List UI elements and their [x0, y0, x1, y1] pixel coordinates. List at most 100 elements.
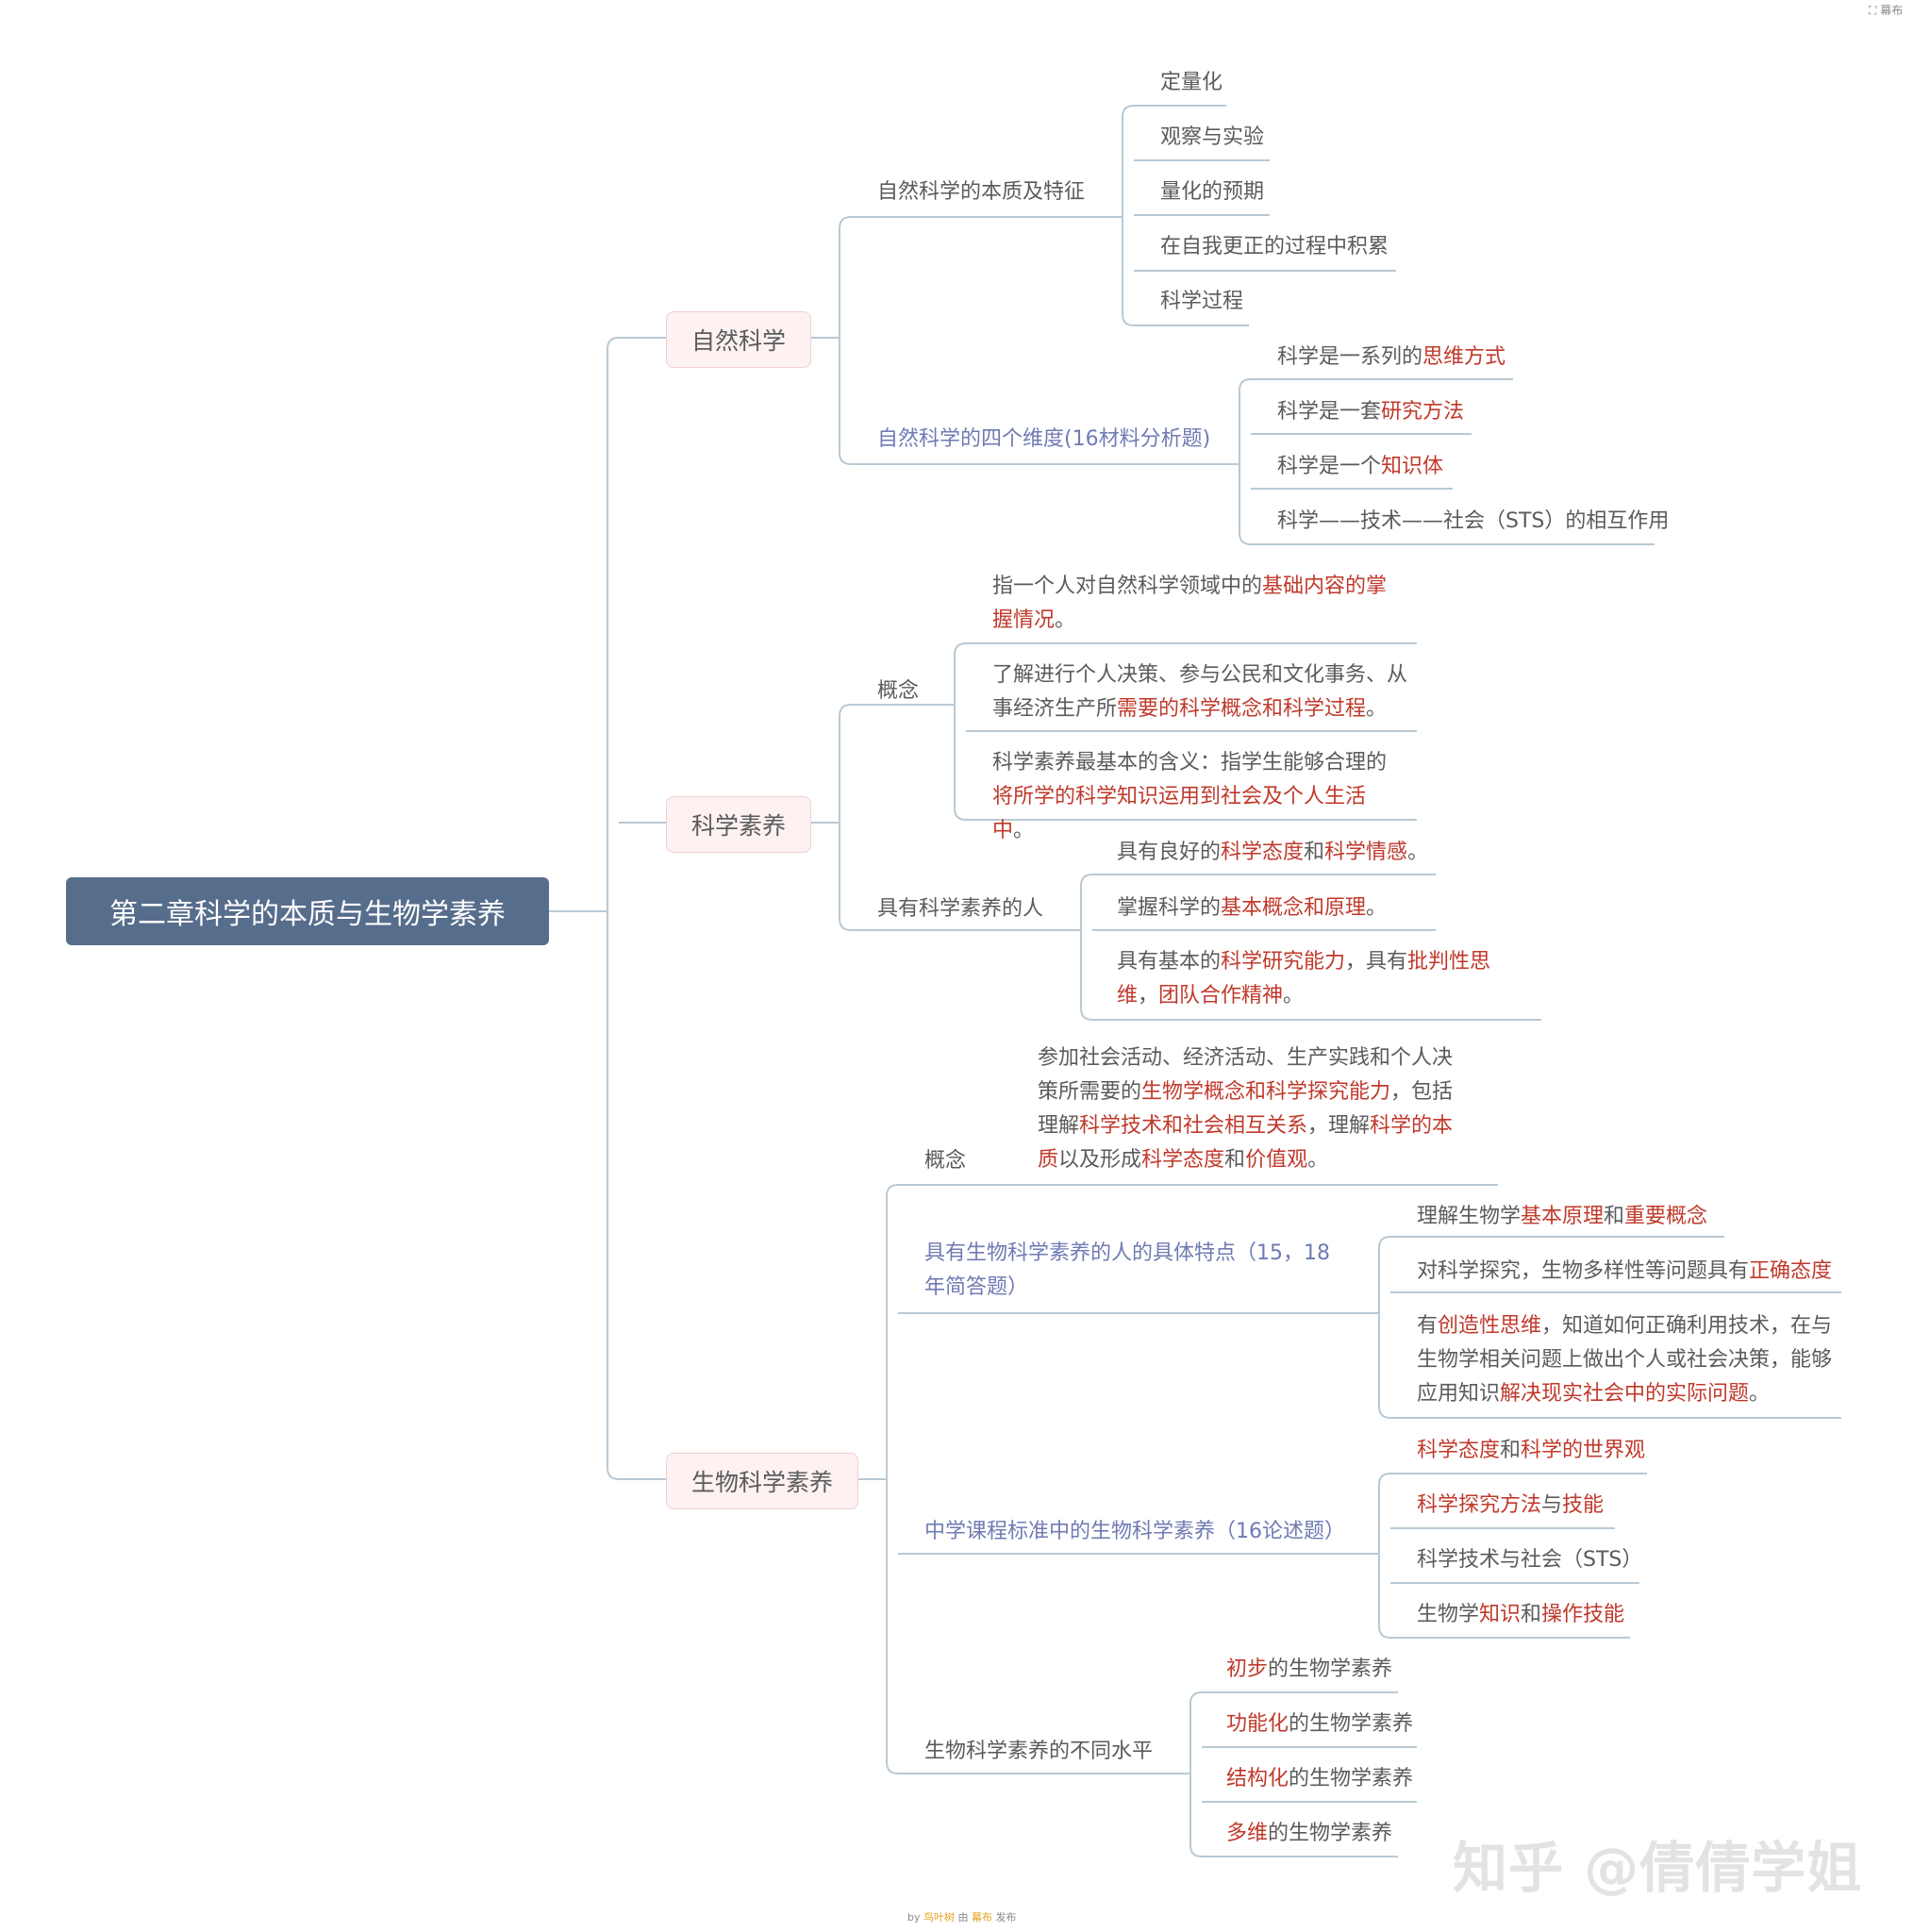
branch-science-literacy[interactable]: 科学素养	[666, 796, 811, 853]
highlight-text: 生物学概念和科学探究能力	[1141, 1080, 1391, 1104]
highlight-text: 技能	[1562, 1493, 1605, 1517]
text-run: 科学是一系列的	[1277, 345, 1423, 369]
topic-bio-concept[interactable]: 概念	[924, 1149, 967, 1173]
topic-four-dimensions[interactable]: 自然科学的四个维度(16材料分析题)	[877, 427, 1211, 451]
text-run: 的生物学素养	[1289, 1767, 1414, 1790]
concept-item[interactable]: 了解进行个人决策、参与公民和文化事务、从事经济生产所需要的科学概念和科学过程。	[992, 658, 1407, 726]
connector	[954, 642, 967, 656]
highlight-text: 基础内容的掌握情况	[992, 575, 1388, 632]
highlight-text: 科学技术和社会相互关系	[1079, 1114, 1308, 1138]
text-run: 和	[1304, 841, 1325, 864]
dimension-item[interactable]: 科学——技术——社会（STS）的相互作用	[1277, 505, 1669, 539]
topic-concept[interactable]: 概念	[877, 679, 920, 703]
connector	[1378, 1625, 1391, 1639]
footer-via: 由	[957, 1911, 969, 1924]
curriculum-item[interactable]: 科学技术与社会（STS）	[1417, 1543, 1642, 1577]
highlight-text: 创造性思维	[1438, 1314, 1542, 1338]
text-run: 。	[1307, 1148, 1329, 1172]
highlight-text: 知识	[1479, 1603, 1522, 1626]
topic-levels[interactable]: 生物科学素养的不同水平	[924, 1740, 1154, 1763]
connector	[1122, 313, 1135, 326]
text-run: ，	[1138, 984, 1159, 1008]
connector	[1122, 105, 1135, 118]
connector	[954, 808, 967, 821]
topic-literate-person[interactable]: 具有科学素养的人	[877, 897, 1044, 921]
dimension-item[interactable]: 科学是一套研究方法	[1277, 395, 1464, 429]
connector	[1378, 1236, 1391, 1249]
highlight-text: 解决现实社会中的实际问题	[1500, 1382, 1750, 1406]
highlight-text: 科学探究方法	[1417, 1493, 1542, 1517]
connector	[1080, 874, 1093, 887]
branch-natural-science[interactable]: 自然科学	[666, 311, 811, 368]
connector	[1239, 378, 1252, 391]
connector	[839, 216, 852, 229]
dimension-item[interactable]: 科学是一个知识体	[1277, 450, 1443, 484]
highlight-text: 功能化	[1226, 1712, 1289, 1736]
highlight-text: 价值观	[1245, 1148, 1308, 1172]
subtopic-item[interactable]: 在自我更正的过程中积累	[1160, 235, 1389, 258]
text-run: 具有良好的	[1117, 841, 1222, 864]
concept-item[interactable]: 科学素养最基本的含义：指学生能够合理的将所学的科学知识运用到社会及个人生活中。	[992, 746, 1407, 848]
bio-trait[interactable]: 对科学探究，生物多样性等问题具有正确态度	[1417, 1255, 1832, 1289]
text-run: 和	[1604, 1205, 1625, 1228]
highlight-text: 科学情感	[1324, 841, 1408, 864]
text-run: ，包括理解	[1038, 1080, 1454, 1138]
watermark: 知乎 @倩倩学姐	[1453, 1836, 1863, 1900]
bio-trait[interactable]: 有创造性思维，知道如何正确利用技术，在与生物学相关问题上做出个人或社会决策，能够…	[1417, 1309, 1845, 1411]
node-label: 科学素养	[690, 812, 786, 840]
subtopic-item[interactable]: 量化的预期	[1160, 180, 1265, 204]
curriculum-item[interactable]: 生物学知识和操作技能	[1417, 1598, 1624, 1632]
literate-trait[interactable]: 具有基本的科学研究能力，具有批判性思维，团队合作精神。	[1117, 945, 1532, 1013]
footer-by: by	[907, 1911, 921, 1924]
text-run: 的生物学素养	[1268, 1822, 1393, 1845]
footer-brand[interactable]: 幕布	[972, 1911, 992, 1924]
topic-curriculum[interactable]: 中学课程标准中的生物科学素养（16论述题）	[924, 1520, 1345, 1543]
text-run: 和	[1500, 1439, 1522, 1462]
subtopic-item[interactable]: 定量化	[1160, 71, 1223, 94]
highlight-text: 基本原理	[1521, 1205, 1605, 1228]
text-run: 科学素养最基本的含义：指学生能够合理的	[992, 751, 1388, 774]
text-run: 了解进行个人决策、参与公民和文化事务、从事经济生产所	[992, 663, 1408, 721]
highlight-text: 知识体	[1381, 455, 1444, 478]
curriculum-item[interactable]: 科学探究方法与技能	[1417, 1489, 1604, 1523]
branch-bio-literacy[interactable]: 生物科学素养	[666, 1453, 858, 1509]
level-item[interactable]: 初步的生物学素养	[1226, 1653, 1392, 1687]
highlight-text: 科学态度	[1141, 1148, 1225, 1172]
text-run: 具有基本的	[1117, 950, 1222, 974]
subtopic-item[interactable]: 科学过程	[1160, 290, 1244, 313]
literate-trait[interactable]: 具有良好的科学态度和科学情感。	[1117, 836, 1428, 870]
footer-author[interactable]: 鸟叶树	[923, 1911, 955, 1924]
dimension-item[interactable]: 科学是一系列的思维方式	[1277, 341, 1505, 375]
connector	[1189, 1691, 1203, 1705]
highlight-text: 批判性思维	[1117, 950, 1491, 1008]
text-run: 对科学探究，生物多样性等问题具有	[1417, 1259, 1750, 1283]
concept-item[interactable]: 指一个人对自然科学领域中的基础内容的掌握情况。	[992, 570, 1407, 638]
bio-concept-text[interactable]: 参加社会活动、经济活动、生产实践和个人决策所需要的生物学概念和科学探究能力，包括…	[1038, 1041, 1458, 1177]
connector	[1378, 1473, 1391, 1486]
subtopic-item[interactable]: 观察与实验	[1160, 125, 1265, 149]
toolbar[interactable]: ⛶ 幕布	[1869, 2, 1903, 18]
connector	[1189, 1844, 1203, 1857]
connector	[839, 452, 852, 465]
highlight-text: 正确态度	[1749, 1259, 1833, 1283]
literate-trait[interactable]: 掌握科学的基本概念和原理。	[1117, 891, 1387, 925]
curriculum-item[interactable]: 科学态度和科学的世界观	[1417, 1434, 1645, 1468]
text-run: 。	[1366, 697, 1388, 721]
highlight-text: 初步	[1226, 1657, 1269, 1681]
text-run: 。	[1366, 896, 1388, 920]
connector	[1080, 1008, 1093, 1021]
text-run: 科学——技术——社会（STS）的相互作用	[1277, 509, 1670, 533]
highlight-text: 科学的本质	[1038, 1114, 1454, 1172]
bio-trait[interactable]: 理解生物学基本原理和重要概念	[1417, 1200, 1707, 1234]
highlight-text: 思维方式	[1422, 345, 1506, 369]
root-label: 第二章科学的本质与生物学素养	[109, 898, 506, 931]
root-node[interactable]: 第二章科学的本质与生物学素养	[66, 877, 549, 945]
connector	[886, 1761, 899, 1774]
level-item[interactable]: 多维的生物学素养	[1226, 1817, 1392, 1851]
topic-bio-traits[interactable]: 具有生物科学素养的人的具体特点（15，18年简答题）	[924, 1241, 1330, 1299]
topic-nature-features[interactable]: 自然科学的本质及特征	[877, 180, 1086, 204]
level-item[interactable]: 结构化的生物学素养	[1226, 1762, 1413, 1796]
text-run: 与	[1541, 1493, 1563, 1517]
level-item[interactable]: 功能化的生物学素养	[1226, 1707, 1413, 1741]
text-run: 科学是一个	[1277, 455, 1382, 478]
